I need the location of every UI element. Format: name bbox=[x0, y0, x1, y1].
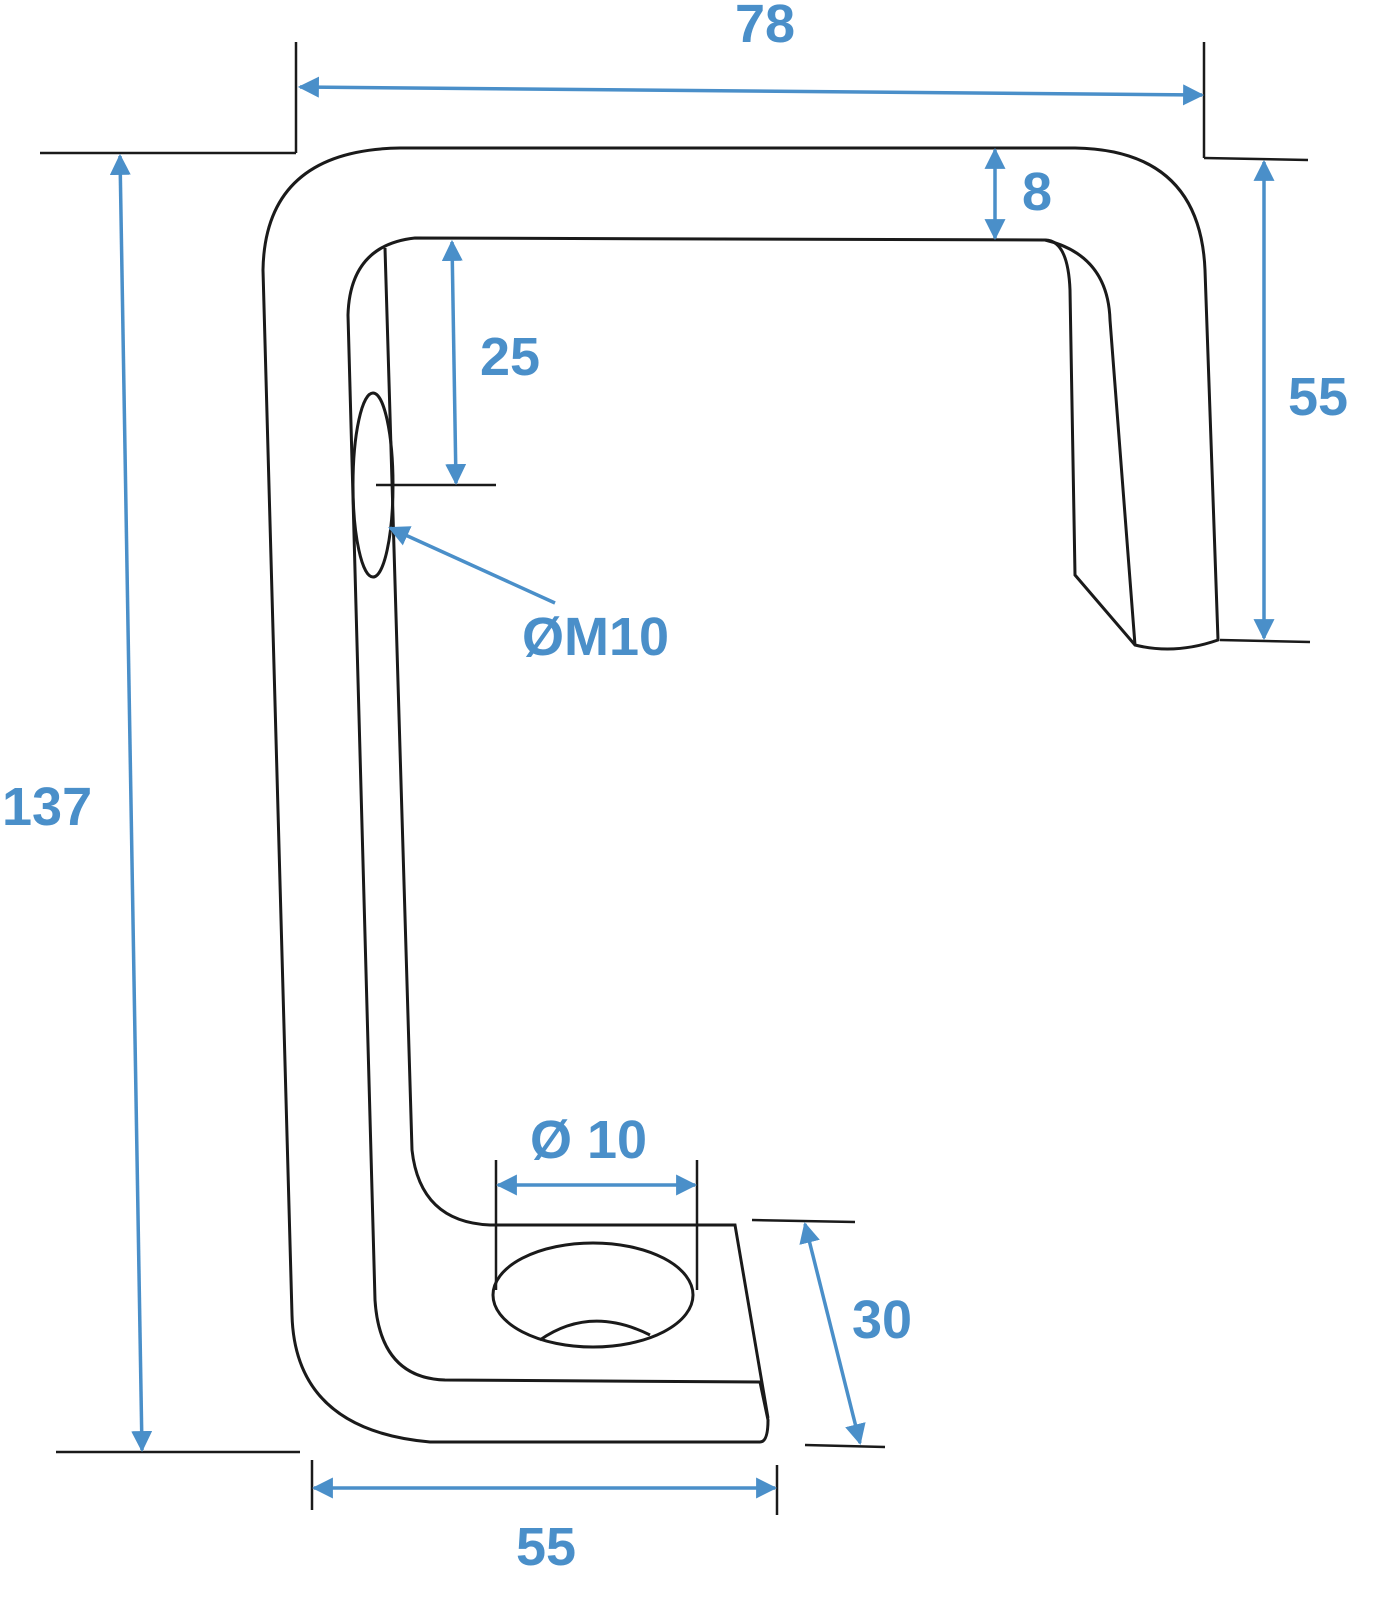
label-25: 25 bbox=[480, 327, 540, 387]
dimension-arrows bbox=[109, 76, 1275, 1499]
label-55-hook: 55 bbox=[1288, 367, 1348, 427]
base-hole bbox=[491, 1241, 695, 1349]
label-m10: ØM10 bbox=[522, 607, 669, 667]
dim-arrow-137 bbox=[109, 153, 153, 1453]
dim-arrow-25 bbox=[441, 239, 467, 486]
label-hole-10: Ø 10 bbox=[530, 1110, 647, 1170]
bracket-outline bbox=[261, 146, 1220, 1444]
dim-arrow-m10 bbox=[388, 526, 556, 605]
label-30: 30 bbox=[852, 1290, 912, 1350]
extension-lines bbox=[40, 42, 1311, 1515]
label-55-base: 55 bbox=[516, 1517, 576, 1577]
label-137: 137 bbox=[2, 777, 92, 837]
dimension-labels: 78 8 25 55 ØM10 137 Ø 10 30 55 bbox=[2, 0, 1348, 1577]
label-78: 78 bbox=[735, 0, 795, 54]
dim-arrow-30 bbox=[799, 1221, 866, 1446]
dim-arrow-78 bbox=[297, 76, 1205, 106]
label-8: 8 bbox=[1022, 162, 1052, 222]
